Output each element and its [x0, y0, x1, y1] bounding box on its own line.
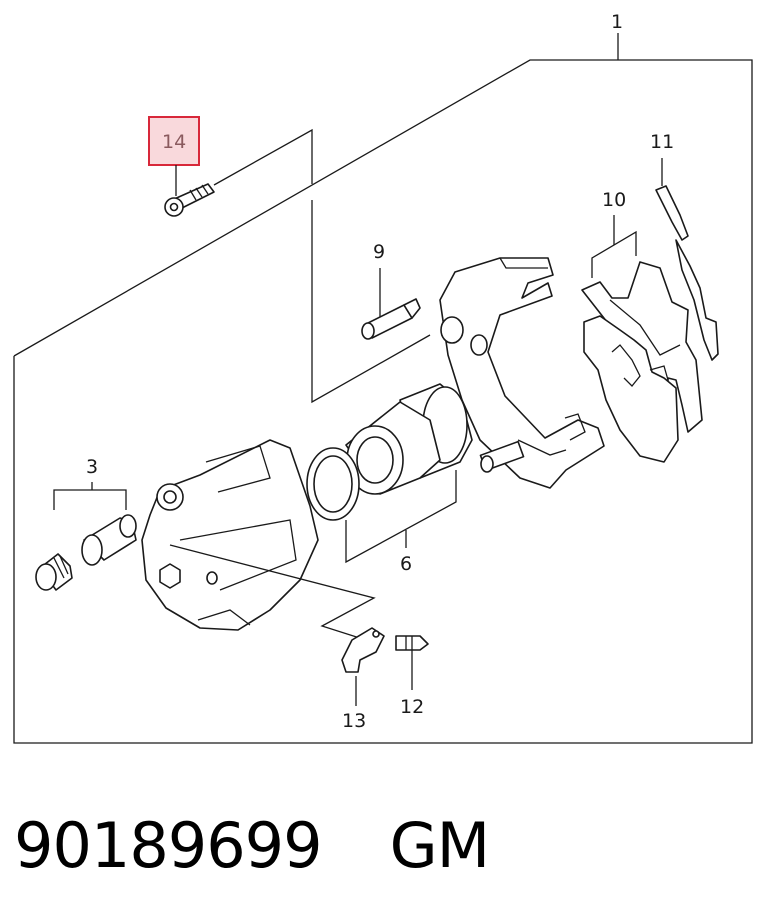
footer: 90189699 GM [14, 795, 754, 895]
guide-boots-part-3 [35, 514, 137, 591]
callout-12[interactable]: 12 [400, 696, 424, 718]
callout-6[interactable]: 6 [400, 553, 412, 575]
bleeder-bracket-part-13 [341, 627, 385, 673]
callout-14[interactable]: 14 [162, 131, 186, 153]
part-number: 90189699 [14, 808, 323, 882]
callout-11[interactable]: 11 [650, 131, 674, 153]
callout-9[interactable]: 9 [373, 241, 385, 263]
brand-name: GM [389, 808, 491, 882]
guide-pin-part-9 [361, 298, 421, 340]
callout-10[interactable]: 10 [602, 189, 626, 211]
piston-part-6 [306, 383, 473, 521]
pad-clip-part-11 [655, 185, 719, 361]
caliper-housing [141, 439, 319, 631]
bleeder-screw-part-12 [395, 635, 429, 651]
callout-1[interactable]: 1 [611, 11, 623, 33]
guide-bolt-part-14 [164, 183, 215, 217]
brake-caliper-exploded-diagram: 1 14 9 10 11 [13, 11, 753, 744]
callout-14-highlight[interactable] [148, 116, 200, 166]
callout-3[interactable]: 3 [86, 456, 98, 478]
assembly-frame [13, 59, 753, 744]
callout-13[interactable]: 13 [342, 710, 366, 732]
brake-pads-part-10 [581, 261, 703, 463]
caliper-bracket [439, 257, 605, 489]
